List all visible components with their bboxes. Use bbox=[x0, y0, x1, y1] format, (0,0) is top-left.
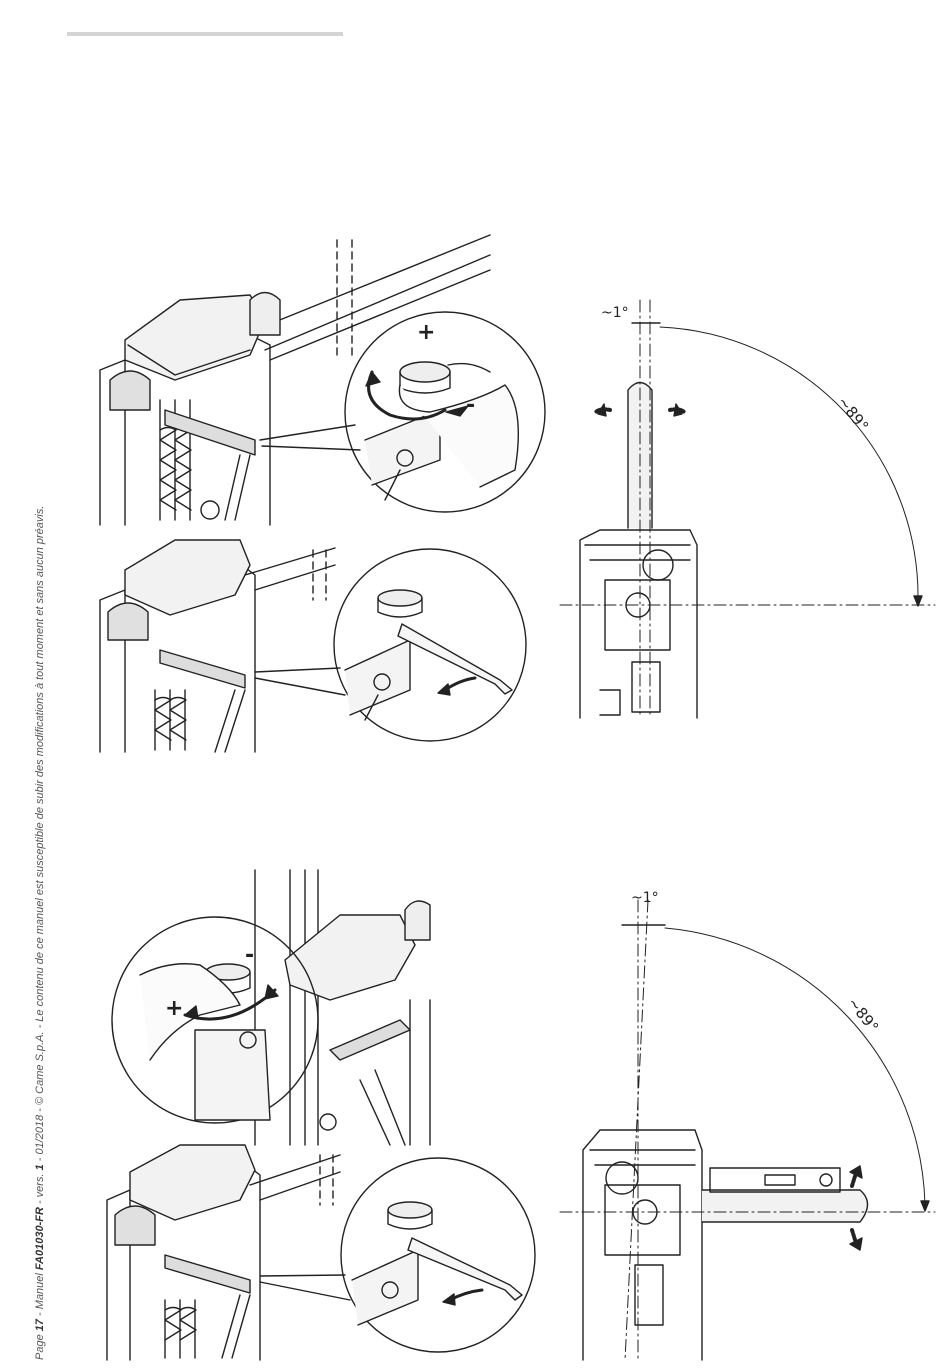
cabinet-drawing-top-right bbox=[560, 300, 935, 718]
barrier-drawing-bottom-1 bbox=[112, 870, 430, 1145]
footer-page-prefix: Page bbox=[34, 1331, 46, 1360]
plus-sign-bottom: + bbox=[165, 996, 183, 1021]
footer-page-number: 17 bbox=[34, 1319, 46, 1331]
footer-version-prefix: - vers. bbox=[34, 1170, 46, 1207]
barrier-drawing-top-2 bbox=[100, 540, 526, 752]
angle-small-label-bottom: ~1° bbox=[631, 890, 659, 906]
footer-notice: - 01/2018 - © Came S.p.A. - Le contenu d… bbox=[34, 506, 46, 1165]
angle-small-label-top: ~1° bbox=[601, 305, 629, 321]
footer-manual-code: FA01030-FR bbox=[34, 1207, 46, 1270]
minus-sign-top: - bbox=[466, 393, 475, 418]
barrier-drawing-top-1 bbox=[100, 235, 545, 525]
minus-sign-bottom: - bbox=[245, 943, 254, 968]
barrier-drawing-bottom-2 bbox=[107, 1145, 535, 1360]
footer-manual-prefix: - Manuel bbox=[34, 1270, 46, 1319]
footer-version: 1 bbox=[34, 1164, 46, 1170]
cabinet-drawing-bottom-right bbox=[560, 900, 935, 1360]
plus-sign-top: + bbox=[417, 320, 435, 345]
page-footer: Page 17 - Manuel FA01030-FR - vers. 1 - … bbox=[34, 506, 46, 1360]
